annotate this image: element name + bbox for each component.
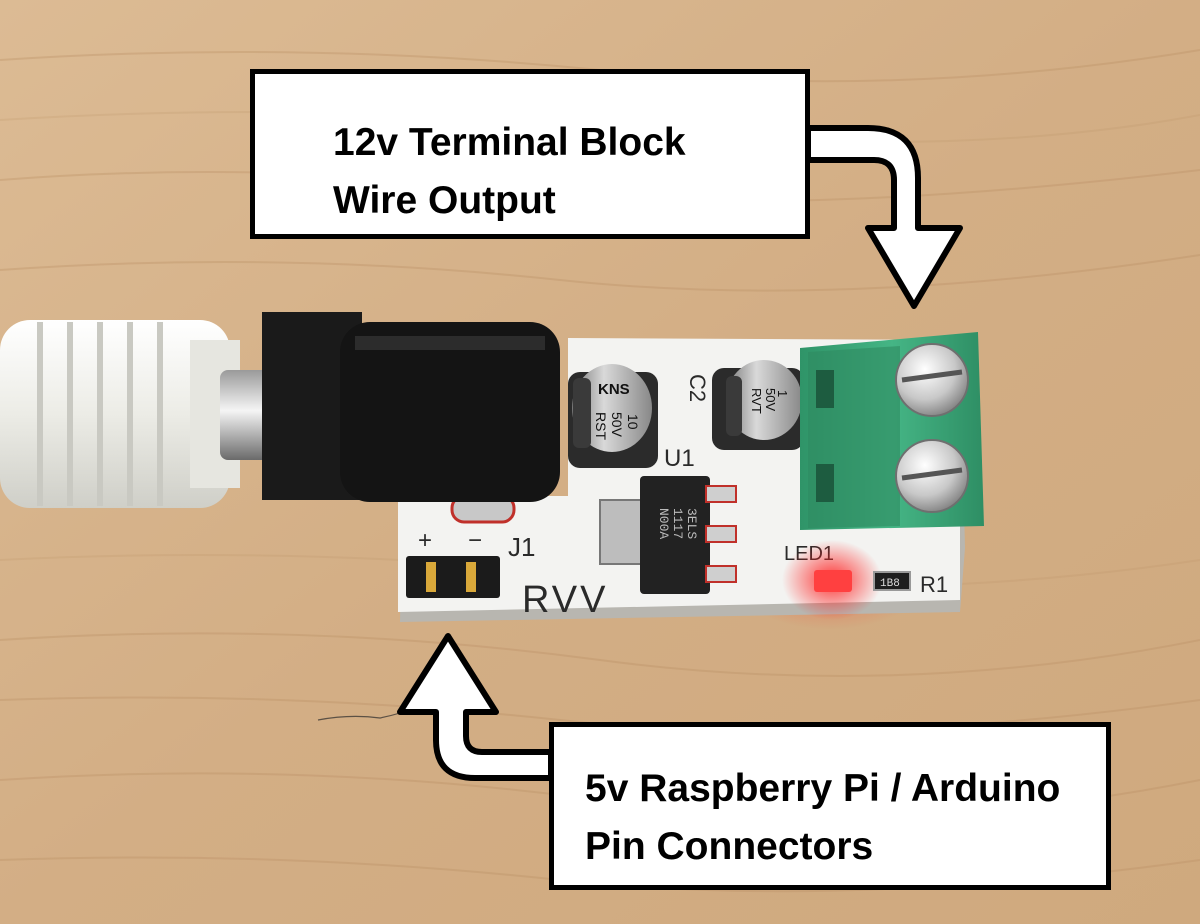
callout-pin-connectors: 5v Raspberry Pi / Arduino Pin Connectors: [549, 722, 1111, 890]
r1-label: R1: [920, 572, 948, 597]
cap1-brand: KNS: [598, 381, 630, 398]
cap2-series: RVT: [749, 388, 764, 414]
c2-label: C2: [685, 374, 710, 402]
callout-terminal-block-line1: 12v Terminal Block: [333, 121, 686, 164]
terminal-block: [800, 332, 984, 530]
capacitor-c2: 1 50V RVT: [712, 360, 804, 450]
reg-line1: 3ELS: [684, 508, 699, 539]
capacitor-c1: KNS 10 50V RST: [568, 364, 658, 468]
plus-label: +: [418, 527, 432, 554]
reg-line2: 1117: [670, 508, 685, 539]
cap1-value: 10: [625, 414, 641, 430]
arrow-up-icon: [397, 633, 554, 781]
arrow-down-icon: [805, 125, 963, 309]
reg-line3: N00A: [656, 508, 671, 539]
led-smd: [814, 570, 852, 592]
pin-header: [406, 556, 500, 598]
minus-label: −: [468, 527, 482, 554]
resistor-r1: [873, 571, 911, 591]
u1-label: U1: [664, 445, 695, 472]
cap2-voltage: 50V: [763, 388, 778, 411]
cap1-series: RST: [593, 412, 609, 440]
cap2-value: 1: [775, 390, 790, 397]
screw-top-icon: [895, 343, 969, 417]
silkscreen-rvv: RVV: [522, 579, 608, 621]
j1-label: J1: [508, 532, 535, 562]
callout-pin-connectors-line2: Pin Connectors: [585, 825, 874, 868]
barrel-jack: [262, 312, 560, 502]
resistor-code: 1B8: [880, 578, 900, 590]
callout-pin-connectors-line1: 5v Raspberry Pi / Arduino: [585, 767, 1061, 810]
voltage-regulator-u1: 3ELS 1117 N00A: [599, 476, 737, 594]
callout-terminal-block: 12v Terminal Block Wire Output: [250, 69, 810, 239]
callout-terminal-block-line2: Wire Output: [333, 179, 556, 222]
cap1-voltage: 50V: [609, 412, 625, 438]
power-cable: [0, 320, 240, 508]
